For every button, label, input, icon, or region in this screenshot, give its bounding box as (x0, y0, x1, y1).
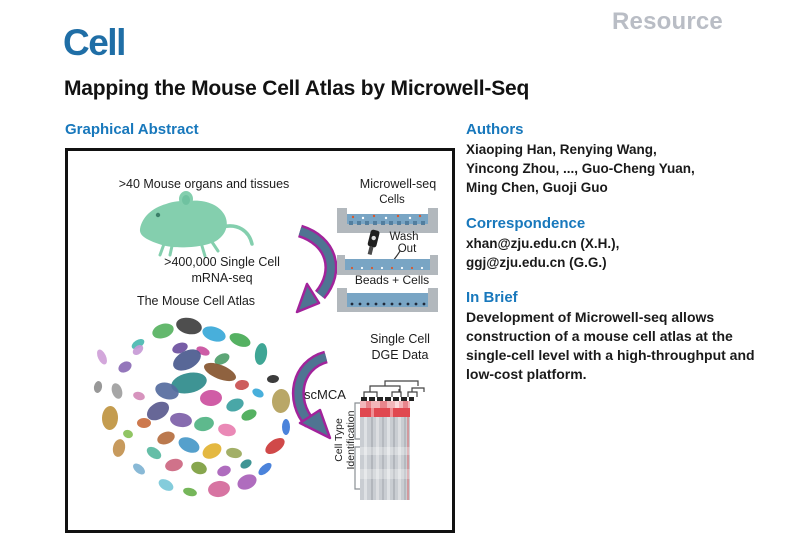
dge-data-label-line1: Single Cell (370, 332, 430, 346)
organs-label: >40 Mouse organs and tissues (118, 177, 290, 191)
mouse-cell-atlas-label: The Mouse Cell Atlas (136, 294, 256, 308)
authors-list: Xiaoping Han, Renying Wang, Yincong Zhou… (466, 140, 695, 197)
mouse-icon (139, 191, 254, 258)
dge-data-label-line2: DGE Data (371, 348, 429, 362)
cell-type-identification-label: Cell Type Identification (333, 398, 359, 482)
authors-heading: Authors (466, 121, 524, 138)
beads-cells-label: Beads + Cells (354, 273, 430, 287)
article-type-label: Resource (612, 8, 723, 35)
in-brief-text: Development of Microwell-seq allows cons… (466, 309, 755, 382)
mrna-seq-label-line1: >400,000 Single Cell (164, 255, 280, 269)
correspondence-heading: Correspondence (466, 215, 586, 232)
workflow-arrow-icon (295, 224, 338, 314)
graphical-abstract-heading: Graphical Abstract (65, 121, 199, 138)
pipette-icon (367, 229, 380, 256)
cells-label: Cells (379, 194, 405, 206)
mrna-seq-label-line2: mRNA-seq (191, 271, 253, 285)
authors-line: Yincong Zhou, ..., Guo-Cheng Yuan, (466, 161, 695, 176)
journal-logo: Cell (63, 22, 126, 63)
wash-out-label-line1: Wash (389, 231, 419, 243)
paper-title: Mapping the Mouse Cell Atlas by Microwel… (64, 77, 530, 100)
scmca-label: scMCA (304, 387, 346, 402)
heatmap (354, 380, 425, 500)
tsne-plot (93, 317, 291, 498)
correspondence-email: xhan@zju.edu.cn (X.H.), (466, 236, 620, 251)
authors-line: Xiaoping Han, Renying Wang, (466, 142, 657, 157)
graphical-abstract-art (93, 191, 438, 500)
graphical-abstract-box: >40 Mouse organs and tissues Microwell-s… (65, 148, 455, 533)
microwell-tray-cells (337, 208, 438, 233)
scmca-arrow-icon (291, 350, 332, 440)
in-brief-heading: In Brief (466, 289, 518, 306)
correspondence-list: xhan@zju.edu.cn (X.H.), ggj@zju.edu.cn (… (466, 234, 619, 272)
microwell-tray-wash (337, 255, 438, 275)
wash-out-label-line2: Out (397, 243, 417, 255)
microwell-tray-beads (337, 288, 438, 312)
correspondence-email: ggj@zju.edu.cn (G.G.) (466, 255, 607, 270)
cell-type-label-line2: Identification (345, 410, 357, 470)
cell-type-label-line1: Cell Type (333, 418, 345, 462)
authors-line: Ming Chen, Guoji Guo (466, 180, 608, 195)
microwell-seq-label: Microwell-seq (359, 177, 437, 191)
